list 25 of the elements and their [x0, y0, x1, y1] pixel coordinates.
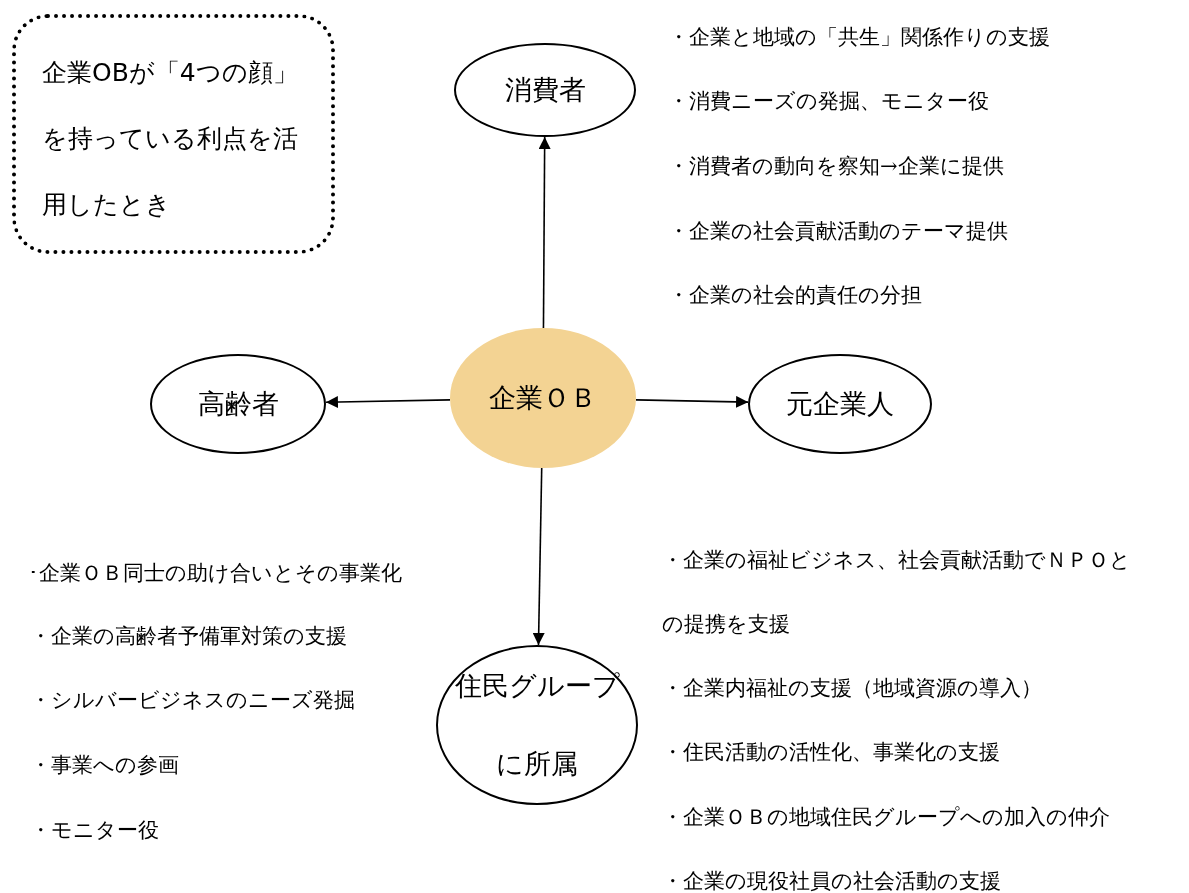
bullet-text: ・消費者の動向を察知→企業に提供	[668, 153, 1004, 180]
bullet-text: ・シルバービジネスのニーズ発掘	[30, 687, 355, 714]
arrow	[532, 467, 545, 646]
bullet-text: ・住民活動の活性化、事業化の支援	[662, 739, 1000, 766]
bullet-text: ・モニター役	[30, 817, 159, 844]
bullet-text: ・企業の社会的責任の分担	[668, 282, 922, 309]
bullet-text: ・企業の福祉ビジネス、社会貢献活動でＮＰＯとの提携を支援	[662, 547, 1132, 638]
bullet-text: ・企業の現役社員の社会活動の支援	[662, 868, 1001, 893]
arrow	[635, 395, 749, 408]
bullet-text: ・企業ＯＢの地域住民グループへの加入の仲介	[662, 804, 1110, 831]
ellipse-node: 企業ＯＢ	[450, 328, 636, 468]
bullet-text: ･企業ＯＢ同士の助け合いとその事業化	[28, 560, 402, 587]
arrow	[325, 396, 451, 409]
ellipse-node: 消費者	[454, 43, 636, 137]
ellipse-node: 住民グループに所属	[436, 645, 638, 805]
note-box: 企業OBが「4つの顔」を持っている利点を活用したとき	[12, 14, 335, 254]
bullet-text: ・消費ニーズの発掘、モニター役	[668, 88, 989, 115]
bullet-text: ・企業の社会貢献活動のテーマ提供	[668, 218, 1008, 245]
bullet-text: ・事業への参画	[30, 752, 179, 779]
arrow	[538, 136, 551, 329]
bullet-text: ・企業内福祉の支援（地域資源の導入）	[662, 675, 1042, 702]
ellipse-node: 元企業人	[748, 354, 932, 454]
bullet-text: ・企業の高齢者予備軍対策の支援	[30, 623, 347, 650]
bullet-text: ・企業と地域の「共生」関係作りの支援	[668, 24, 1050, 51]
ellipse-node: 高齢者	[150, 354, 326, 454]
